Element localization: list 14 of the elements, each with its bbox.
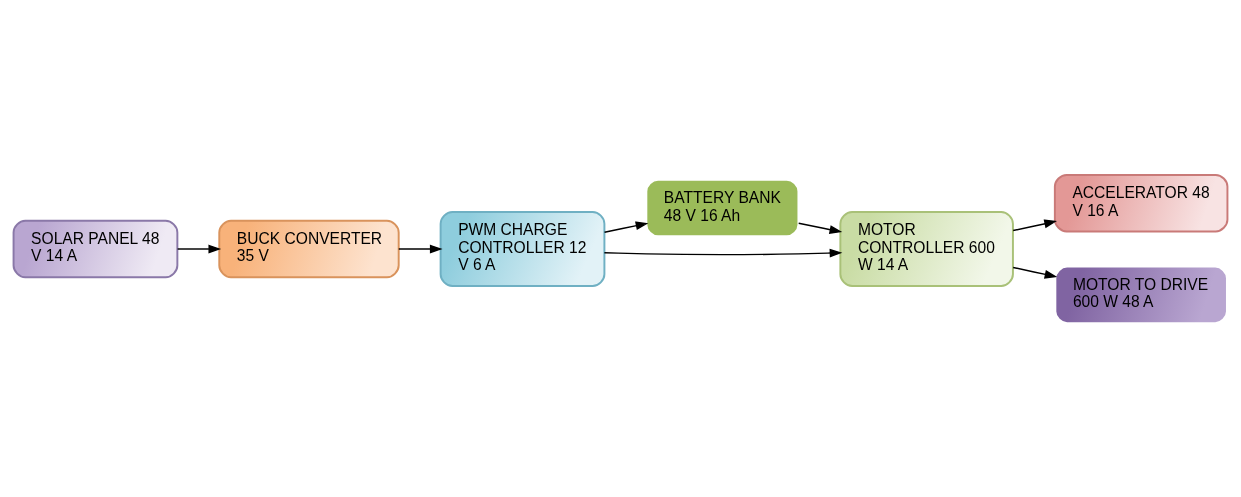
node-box: PWM CHARGE CONTROLLER 12 V 6 A (439, 210, 606, 287)
arrow (176, 244, 222, 253)
arrow (797, 222, 843, 234)
arrow (603, 220, 649, 233)
node-box: SOLAR PANEL 48 V 14 A (12, 219, 179, 278)
node-box: BATTERY BANK 48 V 16 Ah (645, 178, 800, 237)
arrow (1012, 218, 1057, 231)
arrow (398, 244, 443, 253)
node-box: ACCELERATOR 48 V 16 A (1053, 173, 1229, 232)
arrow (1012, 266, 1058, 279)
node-box: MOTOR CONTROLLER 600 W 14 A (839, 210, 1014, 287)
arrow (603, 248, 843, 257)
node-box: MOTOR TO DRIVE 600 W 48 A (1054, 265, 1228, 324)
node-box: BUCK CONVERTER 35 V (218, 219, 400, 278)
